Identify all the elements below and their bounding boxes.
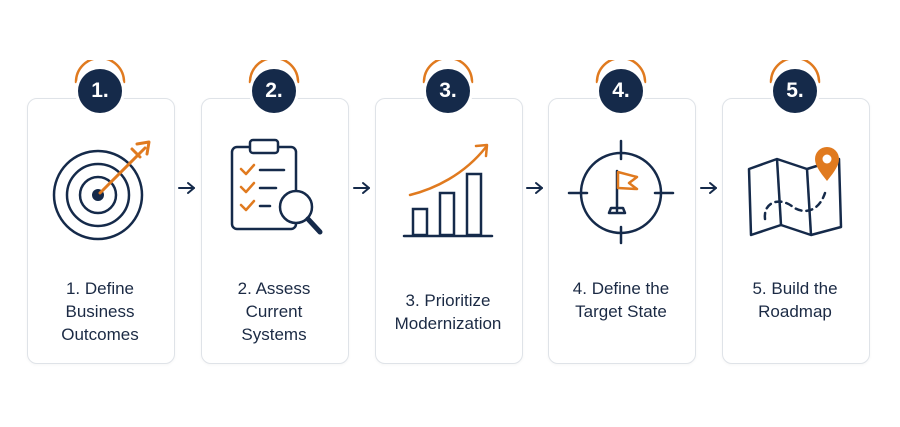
badge-arc-icon xyxy=(248,60,300,84)
step-label-line: Business xyxy=(65,302,135,321)
step-label-line: Current xyxy=(245,302,303,321)
step-label: 4. Define the Target State xyxy=(552,277,690,323)
arrow-right-icon xyxy=(700,182,717,194)
badge-arc-icon xyxy=(595,60,647,84)
step-2: 2. 2. Assess Current Systems xyxy=(201,60,351,366)
step-4: 4. 4. Define the Target State xyxy=(548,60,698,366)
arrow-right-icon xyxy=(526,182,543,194)
target-icon xyxy=(52,140,151,241)
step-label: 3. Prioritize Modernization xyxy=(379,289,517,335)
badge-arc-icon xyxy=(74,60,126,84)
step-label-line: 2. Assess xyxy=(237,279,311,298)
step-3: 3. 3. Prioritize Modernization xyxy=(375,60,525,366)
step-label-line: Modernization xyxy=(394,314,502,333)
clipboard-search-icon xyxy=(230,138,323,235)
step-label: 2. Assess Current Systems xyxy=(205,277,343,346)
step-label-line: Systems xyxy=(241,325,307,344)
step-label-line: 1. Define xyxy=(65,279,135,298)
step-label-line: 5. Build the xyxy=(752,279,838,298)
step-card xyxy=(375,98,523,364)
step-5: 5. 5. Build the Roadmap xyxy=(722,60,872,366)
step-label: 1. Define Business Outcomes xyxy=(31,277,169,346)
step-label-line: Target State xyxy=(575,302,667,321)
step-label: 5. Build the Roadmap xyxy=(726,277,864,323)
crosshair-flag-icon xyxy=(567,139,675,245)
arrow-right-icon xyxy=(178,182,195,194)
step-number-badge: 3. xyxy=(426,69,470,113)
map-pin-icon xyxy=(747,147,843,237)
step-number-badge: 1. xyxy=(78,69,122,113)
step-number-badge: 5. xyxy=(773,69,817,113)
step-label-line: Outcomes xyxy=(61,325,139,344)
badge-arc-icon xyxy=(769,60,821,84)
bar-chart-growth-icon xyxy=(402,143,494,238)
step-number-badge: 2. xyxy=(252,69,296,113)
step-label-line: 4. Define the xyxy=(572,279,670,298)
step-1: 1. 1. Define Business Outcomes xyxy=(27,60,177,366)
badge-arc-icon xyxy=(422,60,474,84)
step-label-line: Roadmap xyxy=(758,302,832,321)
step-number-badge: 4. xyxy=(599,69,643,113)
arrow-right-icon xyxy=(353,182,370,194)
step-label-line: 3. Prioritize xyxy=(405,291,491,310)
